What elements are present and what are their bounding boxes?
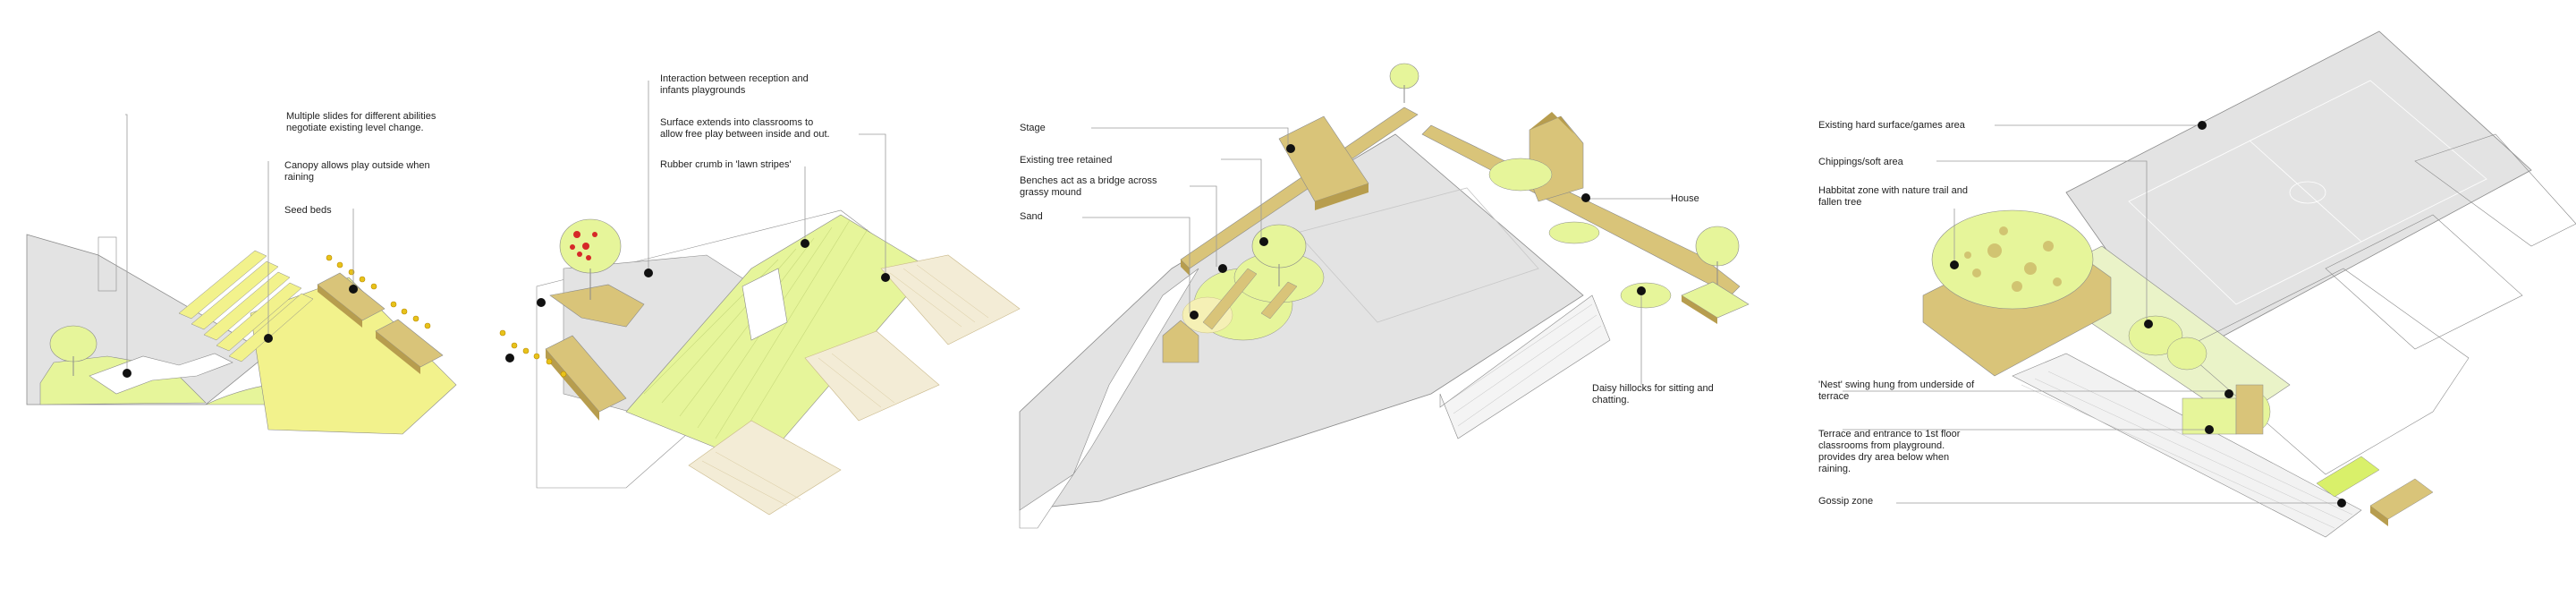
apple-tree	[559, 218, 622, 300]
label-multiple-slides: Multiple slides for different abilities …	[286, 111, 436, 133]
marker-slides	[123, 369, 131, 378]
marker-daisy	[1637, 286, 1646, 295]
grey-yard	[1019, 133, 1584, 511]
gossip-benches	[2316, 456, 2434, 526]
marker-hard-surface	[2198, 121, 2207, 130]
marker-seed-beds	[349, 285, 358, 294]
label-sand: Sand	[1020, 211, 1043, 222]
marker-bench-b	[537, 298, 546, 307]
nest-area	[2182, 384, 2264, 435]
label-existing-tree: Existing tree retained	[1020, 155, 1113, 166]
label-terrace: Terrace and entrance to 1st floor classr…	[1818, 429, 1961, 474]
bench-bridges	[1202, 268, 1298, 330]
label-nest: 'Nest' swing hung from underside of terr…	[1818, 379, 1975, 402]
label-surface-extends: Surface extends into classrooms to allow…	[660, 117, 830, 140]
label-habitat: Habbitat zone with nature trail and fall…	[1818, 185, 1968, 208]
label-benches: Benches act as a bridge across grassy mo…	[1020, 175, 1157, 198]
label-interaction: Interaction between reception and infant…	[660, 73, 809, 96]
daisy-planter	[1681, 281, 1750, 324]
marker-house	[1581, 193, 1590, 202]
deck-lines	[701, 264, 989, 507]
habitat-block	[1922, 209, 2112, 377]
label-gossip: Gossip zone	[1818, 496, 1874, 507]
terrace-step-lines	[2021, 371, 2353, 529]
marker-stage	[1286, 144, 1295, 153]
label-rubber-crumb: Rubber crumb in 'lawn stripes'	[660, 159, 792, 170]
wooden-house-small	[1162, 320, 1199, 363]
marker-surface	[881, 273, 890, 282]
sunflowers-2	[499, 329, 567, 378]
marker-bench-a	[505, 354, 514, 362]
panel-reception-area	[499, 81, 1021, 516]
white-slide-path	[89, 353, 233, 395]
marker-terrace	[2205, 425, 2214, 434]
leader-chippings	[1936, 160, 2148, 322]
label-house: House	[1671, 193, 1699, 204]
label-canopy: Canopy allows play outside when raining	[284, 160, 430, 183]
leader-multiple-slides	[125, 114, 128, 371]
marker-benches	[1218, 264, 1227, 273]
outer-outline-top	[2414, 133, 2576, 247]
leader-sand	[1082, 217, 1191, 313]
label-hard-surface: Existing hard surface/games area	[1818, 120, 1965, 131]
wooden-deck-middle	[804, 330, 940, 422]
panel-habitat-area	[1843, 30, 2576, 538]
curved-bench	[549, 284, 645, 328]
court-lines	[1296, 187, 1539, 323]
stair-wall	[1019, 268, 1199, 529]
building-windows	[1448, 303, 1602, 427]
panel-stage-area	[1019, 63, 1750, 529]
panel-slides-area	[26, 114, 457, 435]
building-right	[1439, 294, 1611, 439]
outer-outline-lower	[2325, 214, 2523, 350]
games-court-lines	[2128, 80, 2487, 305]
seed-bed-lower	[375, 319, 444, 374]
tree-stage	[1251, 63, 1740, 291]
wooden-deck-lower	[688, 420, 842, 516]
label-chippings: Chippings/soft area	[1818, 157, 1903, 167]
sunflowers	[326, 254, 431, 329]
terrace-structure	[2182, 268, 2470, 475]
marker-interaction	[644, 269, 653, 277]
marker-gossip	[2337, 499, 2346, 507]
marker-sand	[1190, 311, 1199, 320]
label-stage: Stage	[1020, 123, 1046, 133]
label-seed-beds: Seed beds	[284, 205, 332, 216]
marker-nest	[2224, 389, 2233, 398]
tree-small	[49, 325, 97, 376]
marker-habitat	[1950, 260, 1959, 269]
label-daisy: Daisy hillocks for sitting and chatting.	[1592, 383, 1714, 405]
bench-seat	[545, 335, 627, 421]
leader-benches	[1190, 185, 1217, 267]
terrace-steps	[2012, 353, 2362, 538]
marker-rubber-crumb	[801, 239, 809, 248]
slide-stripes	[178, 250, 314, 362]
seed-bed-upper	[317, 272, 386, 328]
wall-outline	[97, 236, 117, 292]
leader-existing-tree	[1221, 158, 1262, 242]
marker-existing-tree	[1259, 237, 1268, 246]
wall-panel	[741, 268, 788, 341]
leader-surface	[859, 133, 886, 277]
marker-chippings	[2144, 320, 2153, 328]
stage-platform	[1278, 115, 1369, 210]
leader-stage	[1091, 127, 1289, 148]
marker-canopy	[264, 334, 273, 343]
